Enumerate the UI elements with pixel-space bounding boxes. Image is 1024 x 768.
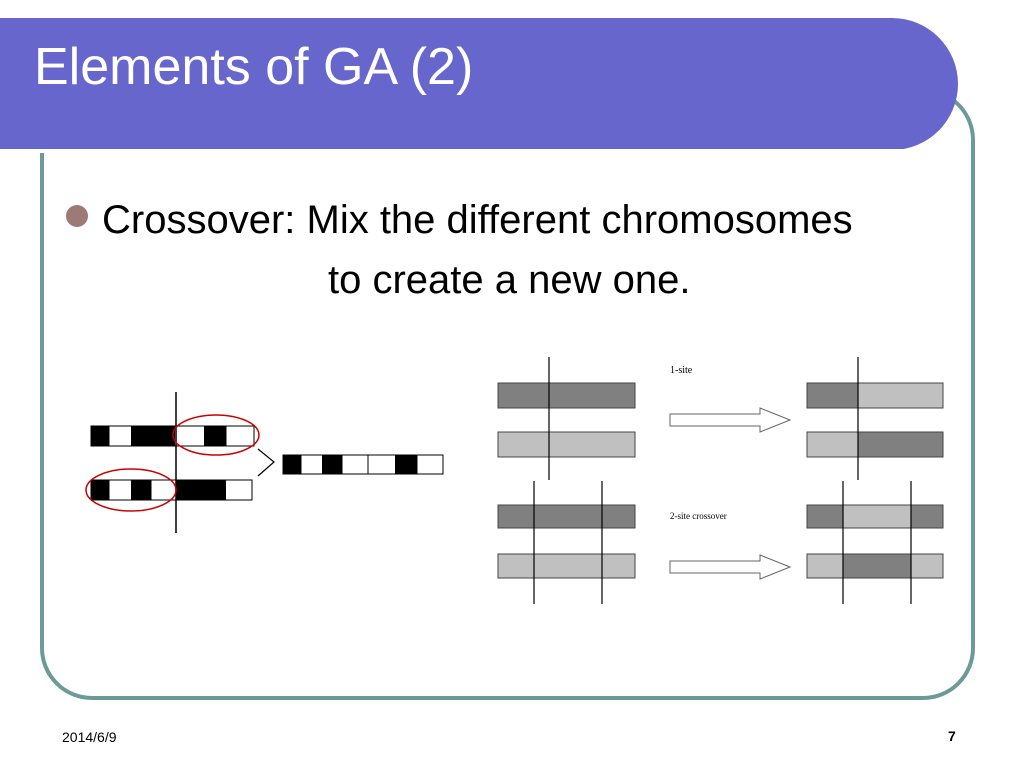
label-2site: 2-site crossover [670, 511, 727, 521]
binary-crossover-diagram [85, 392, 444, 533]
one-site-crossover-diagram: 1-site [497, 357, 944, 480]
page-number: 7 [948, 728, 956, 744]
title-underline [0, 149, 906, 153]
bullet-line-2: to create a new one. [328, 258, 691, 302]
two-site-crossover-diagram: 2-site crossover [497, 481, 944, 604]
title-band [0, 18, 958, 153]
bullet-line-1: Crossover: Mix the different chromosomes [102, 198, 853, 242]
bullet-text: Crossover: Mix the different chromosomes… [102, 190, 972, 310]
bullet-icon [66, 205, 88, 227]
footer-date: 2014/6/9 [62, 729, 117, 745]
slide-title: Elements of GA (2) [34, 38, 474, 96]
arrow-2site [669, 554, 792, 580]
selection-ellipse-2 [85, 468, 177, 512]
child-chromosome [282, 454, 444, 475]
parent-chromosome-2 [90, 479, 253, 501]
arrow-1site [669, 407, 792, 433]
merge-bracket [257, 448, 275, 477]
label-1site: 1-site [670, 365, 693, 376]
selection-ellipse-1 [172, 414, 260, 456]
